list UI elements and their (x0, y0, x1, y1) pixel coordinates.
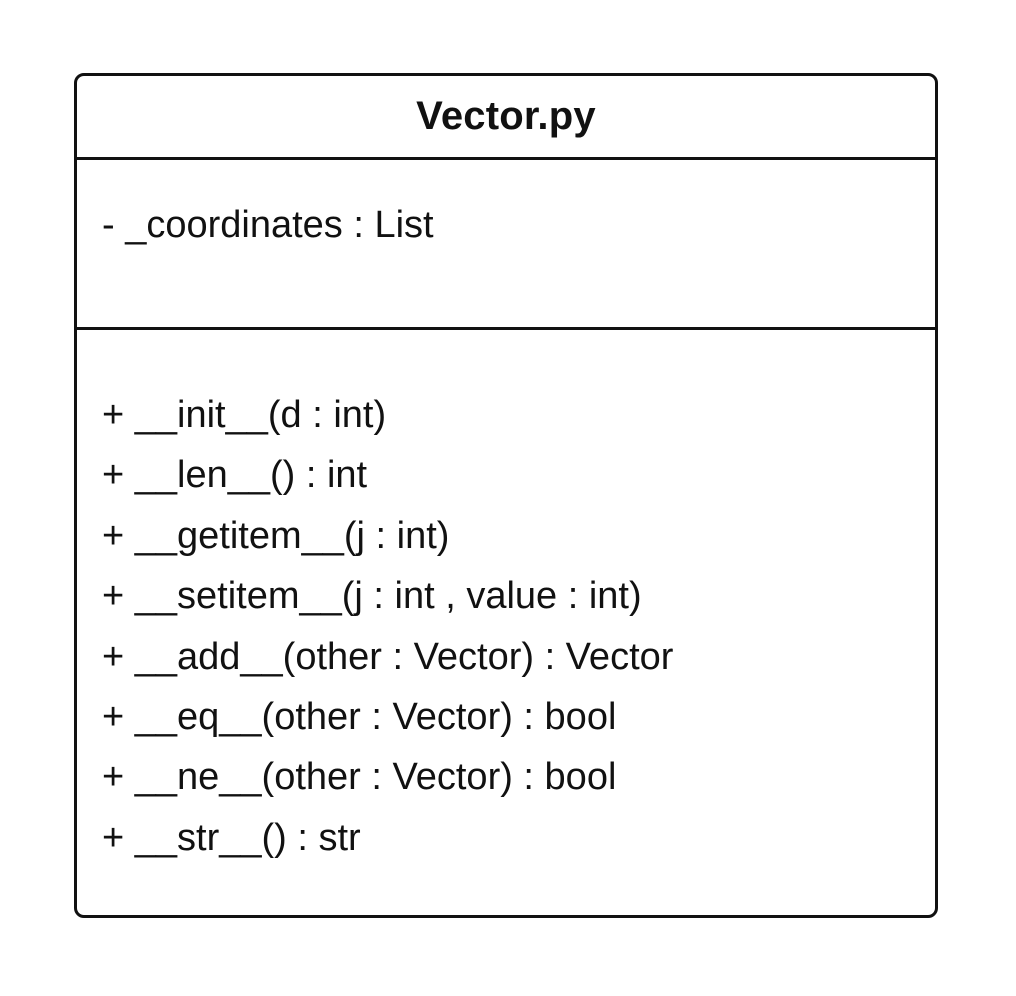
method-str: + __str__() : str (102, 817, 361, 859)
method-ne: + __ne__(other : Vector) : bool (102, 756, 617, 798)
method-eq: + __eq__(other : Vector) : bool (102, 696, 617, 738)
class-name: Vector.py (416, 94, 596, 138)
method-len: + __len__() : int (102, 454, 368, 496)
uml-class-box: Vector.py - _coordinates : List + __init… (74, 73, 938, 918)
method-init: + __init__(d : int) (102, 394, 387, 436)
attribute-coordinates: - _coordinates : List (102, 204, 434, 246)
attributes-section: - _coordinates : List (77, 160, 935, 330)
method-setitem: + __setitem__(j : int , value : int) (102, 575, 642, 617)
method-add: + __add__(other : Vector) : Vector (102, 636, 674, 678)
class-header: Vector.py (77, 76, 935, 160)
method-getitem: + __getitem__(j : int) (102, 515, 450, 557)
